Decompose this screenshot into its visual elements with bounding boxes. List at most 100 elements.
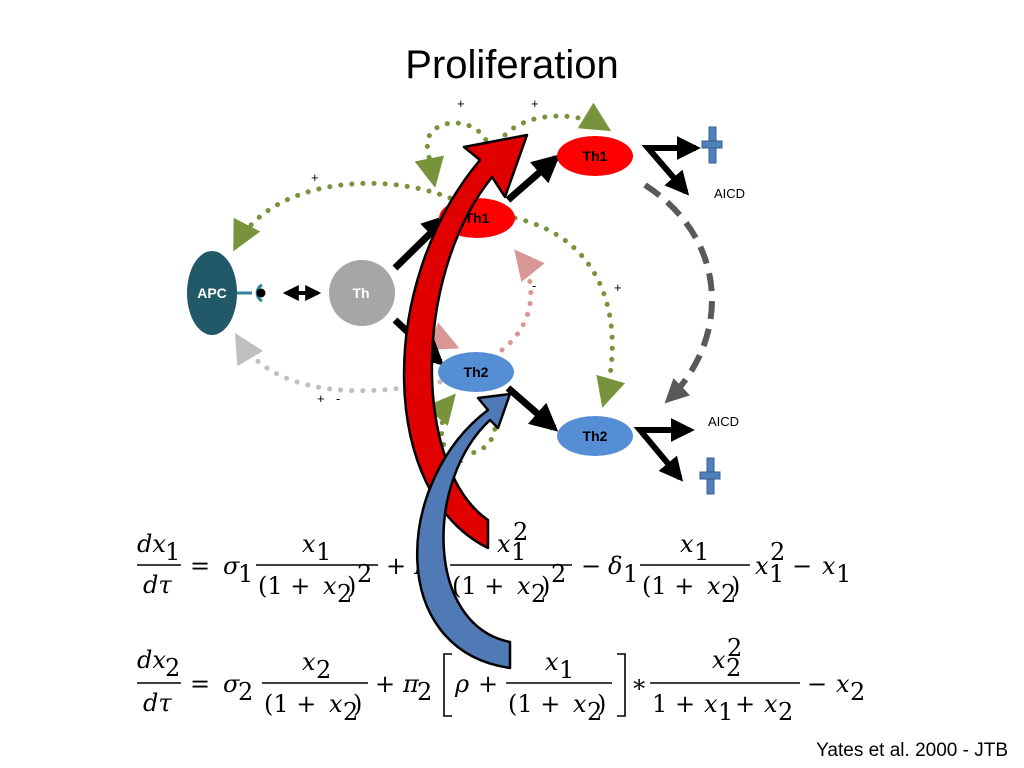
svg-text:2: 2	[357, 560, 372, 588]
svg-text:1: 1	[316, 538, 331, 566]
th2-low-label: Th2	[583, 428, 608, 444]
svg-text:dx: dx	[137, 646, 166, 674]
svg-text:1: 1	[652, 690, 667, 718]
th1-to-th2-low-positive-arrow	[512, 215, 626, 408]
svg-text:σ: σ	[223, 670, 240, 698]
th1-top-node	[557, 136, 633, 176]
to-th1-top-positive-arrow	[502, 102, 612, 138]
svg-text:δ: δ	[608, 552, 622, 580]
equation-2: dx 2 dτ = σ 2 x 2 (1 + x 2 ) + π 2 ρ + x…	[137, 634, 865, 726]
plus-sign: +	[311, 170, 319, 185]
th1-mid-to-th1-top-arrow	[505, 154, 561, 203]
svg-text:x: x	[764, 690, 778, 718]
svg-text:x: x	[707, 572, 721, 600]
svg-text:2: 2	[721, 580, 736, 608]
svg-text:1: 1	[238, 560, 253, 588]
svg-text:=: =	[190, 670, 210, 698]
minus-sign: -	[336, 391, 340, 406]
svg-text:(1 +: (1 +	[508, 690, 560, 718]
svg-text:+: +	[735, 690, 755, 718]
svg-text:): )	[353, 690, 362, 718]
svg-text:−: −	[581, 552, 601, 580]
svg-text:x: x	[323, 572, 337, 600]
th2-mid-to-th2-low-arrow	[505, 385, 559, 432]
th2-mid-node	[438, 352, 514, 392]
svg-text:(1 +: (1 +	[452, 572, 504, 600]
th1-death-mark-icon	[701, 126, 723, 164]
svg-text:=: =	[190, 552, 210, 580]
svg-text:x: x	[545, 648, 559, 676]
svg-text:x: x	[517, 572, 531, 600]
aicd-top-label: AICD	[714, 186, 745, 201]
plus-sign: +	[531, 96, 539, 111]
svg-text:2: 2	[770, 538, 785, 566]
svg-text:(1 +: (1 +	[258, 572, 310, 600]
apc-label: APC	[197, 285, 227, 301]
svg-text:1: 1	[769, 560, 784, 588]
plus-sign: +	[614, 280, 622, 295]
plus-sign: +	[317, 391, 325, 406]
svg-text:2: 2	[587, 698, 602, 726]
svg-text:x: x	[302, 530, 316, 558]
svg-text:x: x	[573, 690, 587, 718]
svg-text:2: 2	[850, 678, 865, 706]
th1-to-th2-conversion-arrow	[643, 182, 715, 404]
svg-text:−: −	[792, 552, 812, 580]
svg-text:2: 2	[165, 654, 180, 682]
svg-text:+: +	[478, 670, 498, 698]
svg-text:(1 +: (1 +	[264, 690, 316, 718]
svg-text:∗: ∗	[631, 670, 647, 698]
svg-text:1: 1	[836, 560, 851, 588]
th2-inhibits-th1-arrow	[499, 249, 545, 353]
svg-text:2: 2	[726, 654, 741, 682]
svg-text:2: 2	[316, 656, 331, 684]
svg-text:x: x	[712, 646, 726, 674]
svg-text:1: 1	[694, 538, 709, 566]
svg-text:π: π	[402, 670, 420, 698]
svg-text:1: 1	[623, 560, 638, 588]
blue-proliferation-arrow	[415, 392, 512, 670]
svg-text:σ: σ	[223, 552, 240, 580]
svg-text:dτ: dτ	[143, 571, 172, 599]
svg-text:2: 2	[778, 698, 793, 726]
svg-text:x: x	[497, 530, 511, 558]
svg-text:x: x	[329, 690, 343, 718]
svg-text:2: 2	[337, 580, 352, 608]
svg-text:2: 2	[531, 580, 546, 608]
apc-node	[187, 251, 237, 335]
svg-text:): )	[731, 572, 740, 600]
svg-text:2: 2	[417, 678, 432, 706]
th2-death-mark-icon	[699, 457, 721, 495]
svg-text:x: x	[822, 552, 836, 580]
svg-text:x: x	[704, 690, 718, 718]
svg-text:1: 1	[511, 538, 526, 566]
svg-text:): )	[597, 690, 606, 718]
svg-text:2: 2	[551, 560, 566, 588]
svg-text:ρ: ρ	[454, 670, 469, 698]
svg-text:+: +	[675, 690, 695, 718]
svg-text:1: 1	[559, 656, 574, 684]
svg-text:1: 1	[165, 538, 180, 566]
svg-text:2: 2	[727, 634, 742, 662]
svg-text:): )	[347, 572, 356, 600]
plus-sign: +	[457, 96, 465, 111]
svg-text:): )	[541, 572, 550, 600]
th1-to-apc-feedback-arrow	[233, 180, 453, 252]
svg-text:x: x	[755, 552, 769, 580]
svg-text:x: x	[680, 530, 694, 558]
minus-sign: -	[532, 278, 536, 293]
svg-text:dτ: dτ	[143, 689, 172, 717]
red-proliferation-arrow	[402, 133, 529, 550]
svg-text:(1 +: (1 +	[642, 572, 694, 600]
th1-mid-label: Th1	[465, 210, 490, 226]
th2-low-fate-arrow	[633, 418, 695, 482]
th1-top-fate-arrow	[641, 136, 701, 196]
aicd-low-label: AICD	[708, 414, 739, 429]
svg-text:2: 2	[513, 518, 528, 546]
th2-low-node	[557, 416, 633, 456]
apc-receptor-icon	[234, 283, 266, 303]
slide-title: Proliferation	[405, 43, 618, 87]
svg-text:2: 2	[238, 678, 253, 706]
svg-text:−: −	[807, 670, 827, 698]
equation-1: dx 1 dτ = σ 1 x 1 (1 + x 2 ) 2 + π 1 x 1…	[137, 518, 851, 608]
